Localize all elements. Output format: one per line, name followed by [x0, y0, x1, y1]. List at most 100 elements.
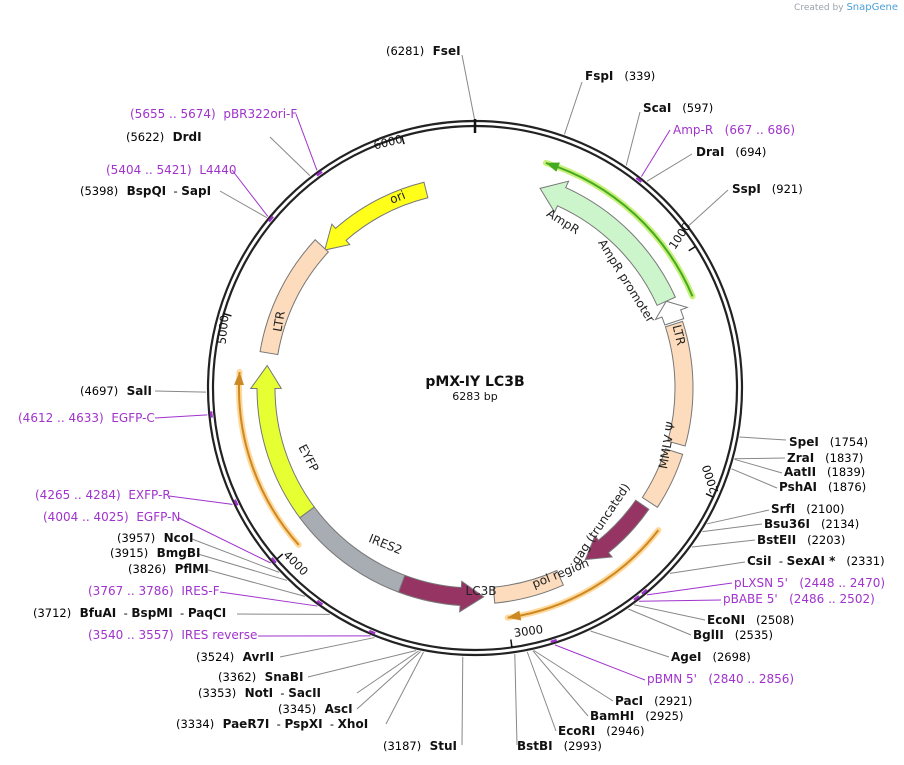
feature-ltr-left[interactable]: [259, 239, 330, 356]
site-label-srfi[interactable]: SrfI (2100): [771, 502, 844, 516]
site-label-paer7i[interactable]: (3334) PaeR7I - PspXI - XhoI: [176, 717, 368, 731]
site-label-bamhi[interactable]: BamHI (2925): [590, 709, 683, 723]
site-leader-sali: [154, 390, 207, 393]
feature-label: LTR: [670, 323, 689, 346]
site-leader-egfpn: [178, 517, 271, 564]
site-leader-bspqi: [219, 190, 268, 219]
tick-label: 5000: [215, 314, 232, 345]
site-label-econi[interactable]: EcoNI (2508): [707, 613, 794, 627]
primer-mark: [641, 588, 648, 595]
site-label-iresrev[interactable]: (3540 .. 3557) IRES reverse: [88, 628, 257, 642]
feature-ampr[interactable]: [539, 180, 677, 307]
primer-mark: [270, 557, 277, 564]
site-leader-l4440: [231, 169, 269, 217]
site-label-drai[interactable]: DraI (694): [696, 145, 766, 159]
site-label-l4440[interactable]: (5404 .. 5421) L4440: [106, 163, 237, 177]
feature-pol[interactable]: [492, 569, 565, 604]
tick-mark: [705, 493, 714, 498]
site-label-aatii[interactable]: AatII (1839): [784, 465, 865, 479]
tick-label: 2000: [699, 463, 721, 495]
site-label-avrii[interactable]: (3524) AvrII: [196, 650, 274, 664]
site-label-zrai[interactable]: ZraI (1837): [787, 451, 863, 465]
tick-label: 6000: [372, 132, 404, 153]
feature-orange_left[interactable]: [238, 371, 300, 546]
site-label-paci[interactable]: PacI (2921): [615, 694, 692, 708]
site-leader-bamhi: [532, 650, 589, 717]
feature-orange_right[interactable]: [507, 529, 660, 619]
site-leader-ampr_p: [640, 129, 671, 177]
site-leader-agei: [590, 630, 670, 658]
feature-ampr-promoter[interactable]: [654, 300, 689, 326]
site-label-bfuai[interactable]: (3712) BfuAI - BspMI - PaqCI: [33, 606, 226, 620]
site-label-fsei[interactable]: (6281) FseI: [386, 44, 461, 58]
site-leader-drdi: [269, 136, 311, 177]
site-label-egfpn[interactable]: (4004 .. 4025) EGFP-N: [43, 510, 180, 524]
site-leader-bstbi: [514, 654, 518, 746]
site-leader-zrai: [734, 457, 786, 460]
site-label-egfpc[interactable]: (4612 .. 4633) EGFP-C: [18, 411, 155, 425]
feature-eyfp[interactable]: [249, 364, 315, 519]
feature-label: LC3B: [466, 584, 497, 598]
site-label-pshai[interactable]: PshAI (1876): [779, 480, 866, 494]
feature-ltr-right[interactable]: [664, 320, 694, 447]
primer-mark: [550, 638, 558, 644]
site-label-noti[interactable]: (3353) NotI - SacII: [198, 686, 321, 700]
site-label-pbabe[interactable]: pBABE 5' (2486 .. 2502): [723, 592, 875, 606]
site-label-ampr_p[interactable]: Amp-R (667 .. 686): [673, 123, 795, 137]
site-label-agei[interactable]: AgeI (2698): [671, 650, 751, 664]
site-leader-paer7i: [385, 651, 424, 725]
site-label-plxsn[interactable]: pLXSN 5' (2448 .. 2470): [734, 576, 885, 590]
site-leader-asci: [356, 651, 421, 710]
site-labels[interactable]: (6281) FseI FspI (339) ScaI (597) Amp-R (66…: [18, 44, 885, 753]
site-label-stui[interactable]: (3187) StuI: [383, 739, 457, 753]
site-label-bglii[interactable]: BglII (2535): [693, 628, 773, 642]
site-leader-sspi: [688, 189, 729, 226]
primer-mark: [316, 599, 324, 606]
feature-ampr_outline-head: [545, 162, 560, 172]
site-label-bstbi[interactable]: BstBI (2993): [517, 739, 602, 753]
site-label-bsu36i[interactable]: Bsu36I (2134): [764, 517, 859, 531]
site-label-sspi[interactable]: SspI (921): [732, 182, 803, 196]
site-label-ncoi[interactable]: (3957) NcoI: [117, 531, 193, 545]
site-label-pbmn[interactable]: pBMN 5' (2840 .. 2856): [647, 672, 794, 686]
site-label-drdi[interactable]: (5622) DrdI: [126, 130, 202, 144]
site-leader-egfpc: [154, 414, 208, 419]
site-label-spei[interactable]: SpeI (1754): [789, 435, 868, 449]
feature-ori[interactable]: [324, 181, 429, 251]
primer-mark: [233, 499, 239, 507]
site-leader-fspi: [563, 81, 583, 135]
primer-mark: [368, 629, 376, 635]
tick-mark: [223, 312, 232, 317]
feature-mmlv[interactable]: [641, 448, 684, 509]
site-leader-drai: [646, 153, 693, 182]
tick-mark: [401, 136, 405, 145]
snapgene-logo: SnapGene: [846, 2, 898, 13]
site-label-fspi[interactable]: FspI (339): [585, 69, 655, 83]
site-label-pflmi[interactable]: (3826) PflMI: [128, 562, 209, 576]
site-label-snabi[interactable]: (3362) SnaBI: [218, 670, 304, 684]
site-leader-bmgbi: [197, 553, 288, 581]
site-leader-econi: [634, 604, 706, 621]
feature-gag[interactable]: [584, 499, 650, 561]
feature-ampr_outline[interactable]: [545, 161, 694, 297]
site-label-bmgbi[interactable]: (3915) BmgBI: [110, 546, 200, 560]
feature-orange_right-head: [507, 610, 522, 621]
plasmid-name: pMX-IY LC3B: [425, 374, 524, 390]
site-label-bspqi[interactable]: (5398) BspQI - SapI: [80, 184, 211, 198]
tick-mark: [510, 639, 513, 648]
snapgene-watermark: Created by SnapGene: [794, 2, 898, 13]
primer-mark: [316, 170, 323, 177]
site-label-scai[interactable]: ScaI (597): [643, 101, 713, 115]
site-label-ecori[interactable]: EcoRI (2946): [558, 724, 644, 738]
site-leader-stui: [461, 656, 464, 746]
site-label-csii[interactable]: CsiI - SexAI * (2331): [747, 554, 885, 568]
site-label-sali[interactable]: (4697) SalI: [80, 384, 152, 398]
feature-label: ori: [388, 188, 408, 207]
site-label-pbr322[interactable]: (5655 .. 5674) pBR322ori-F: [130, 107, 297, 121]
site-label-bsteii[interactable]: BstEII (2203): [757, 533, 845, 547]
site-label-iresf[interactable]: (3767 .. 3786) IRES-F: [88, 584, 220, 598]
site-label-asci[interactable]: (3345) AscI: [278, 702, 353, 716]
site-label-exfpr[interactable]: (4265 .. 4284) EXFP-R: [35, 488, 171, 502]
site-leader-aatii: [734, 458, 783, 474]
site-leader-lines: [154, 54, 787, 746]
